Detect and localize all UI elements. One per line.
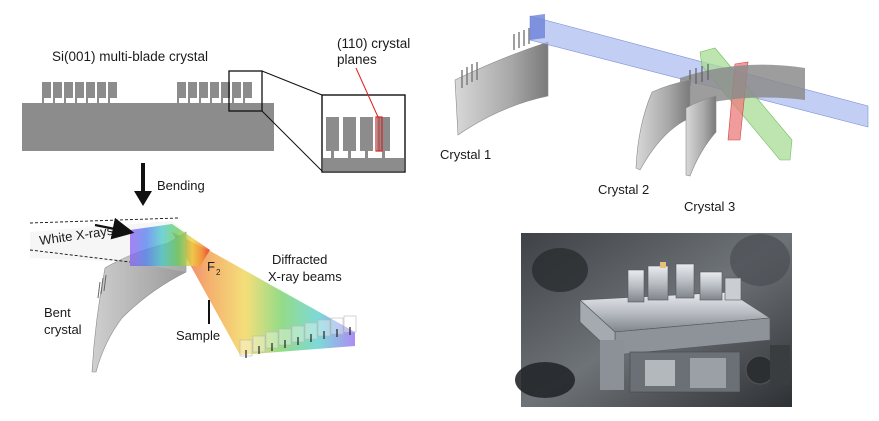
crystal-2-label: Crystal 2 bbox=[598, 182, 649, 197]
diffracted-label-2: X-ray beams bbox=[268, 269, 342, 284]
blade-group-1 bbox=[42, 82, 117, 103]
setup-photo bbox=[515, 233, 792, 407]
bending-arrow: Bending bbox=[134, 163, 205, 206]
bent-crystal-diagram: White X-rays F 2 Sample Diffracted X-ray… bbox=[30, 218, 356, 372]
crystal-3-label: Crystal 3 bbox=[684, 199, 735, 214]
multi-blade-crystal-label: Si(001) multi-blade crystal bbox=[52, 49, 208, 64]
beam-edge-top bbox=[30, 218, 178, 223]
three-crystal-diagram: Crystal 1 Crystal 2 Crystal 3 bbox=[440, 14, 868, 214]
incident-rainbow bbox=[130, 224, 210, 266]
focus-label: F bbox=[207, 259, 215, 274]
crystal-planes-label-1: (110) crystal bbox=[337, 36, 410, 51]
bending-label: Bending bbox=[157, 178, 205, 193]
crystal-1-plate bbox=[455, 42, 548, 135]
bent-crystal-label-1: Bent bbox=[44, 305, 71, 320]
bent-crystal-label-2: crystal bbox=[44, 322, 82, 337]
focus-subscript: 2 bbox=[216, 268, 221, 277]
crystal-2-plate bbox=[636, 80, 690, 170]
multi-blade-crystal-diagram: Si(001) multi-blade crystal bbox=[22, 49, 322, 171]
blade-group-2 bbox=[177, 82, 252, 103]
zoom-line-top bbox=[262, 71, 322, 95]
sample-label: Sample bbox=[176, 328, 220, 343]
zoom-inset: (110) crystal planes bbox=[322, 36, 410, 172]
diffracted-label-1: Diffracted bbox=[272, 252, 327, 267]
crystal-planes-label-2: planes bbox=[337, 52, 377, 67]
crystal-3-side-plate bbox=[686, 96, 716, 176]
crystal-1-label: Crystal 1 bbox=[440, 147, 491, 162]
crystal-substrate bbox=[22, 103, 274, 151]
